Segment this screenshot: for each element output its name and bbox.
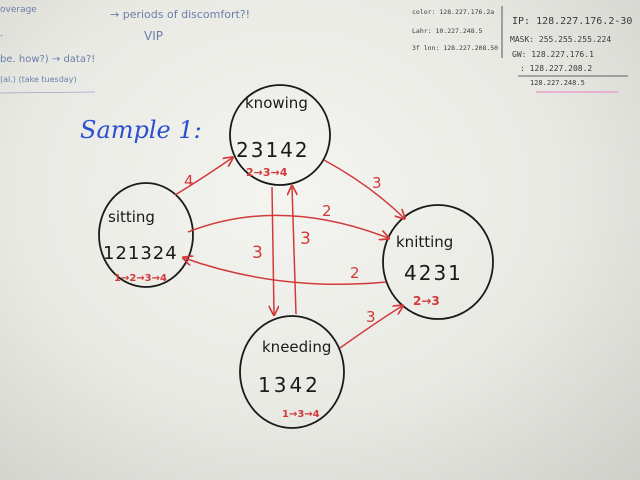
- note-line: Lahr: 10.227.248.5: [412, 27, 483, 35]
- edge-weight: 3: [372, 174, 382, 192]
- edge-knowing-to-knitting: [323, 159, 404, 218]
- node-number-kneeding: 1342: [258, 373, 321, 397]
- node-number-knowing: 23142: [236, 138, 310, 162]
- node-circle-knowing: [229, 84, 331, 186]
- edge-kneeding-to-knitting: [339, 306, 402, 349]
- node-path-knitting: 2→3: [413, 294, 440, 308]
- note-line: VIP: [144, 29, 163, 43]
- note-line: color: 128.227.176.2a: [412, 8, 494, 16]
- note-line: (al.) (take tuesday): [0, 75, 77, 84]
- node-number-sitting: 121324: [103, 243, 178, 264]
- gw-line: GW: 128.227.176.1: [512, 50, 594, 59]
- node-label-kneeding: kneeding: [262, 338, 331, 356]
- note-underline: [0, 91, 96, 94]
- edge-weight: 3: [300, 229, 311, 249]
- node-circle-sitting: [98, 182, 194, 288]
- edge-weight: 3: [252, 243, 263, 263]
- node-number-knitting: 4231: [404, 261, 463, 285]
- node-label-knitting: knitting: [396, 233, 453, 251]
- edge-weight: 2: [350, 264, 360, 282]
- edge-knowing-to-kneeding: [272, 186, 274, 314]
- top-left-notes: overage - be. how?) → data?! (al.) (take…: [0, 5, 96, 94]
- note-line: → periods of discomfort?!: [110, 8, 250, 21]
- node-path-sitting: 1→2→3→4: [114, 273, 167, 284]
- edge-kneeding-to-knowing: [292, 187, 296, 315]
- note-line: be. how?) → data?!: [0, 54, 95, 65]
- note-line: overage: [0, 5, 37, 15]
- edge-knitting-to-sitting: [184, 258, 387, 285]
- top-center-notes: → periods of discomfort?! VIP: [110, 8, 250, 43]
- edge-weight: 3: [366, 308, 376, 326]
- node-circle-knitting: [382, 204, 494, 320]
- extra-line: 128.227.248.5: [530, 79, 585, 87]
- note-line: 3f lnn: 128.227.208.50: [412, 44, 498, 52]
- edge-sitting-to-knowing: [174, 158, 232, 196]
- ip-line: IP: 128.227.176.2-30: [512, 16, 632, 27]
- node-label-sitting: sitting: [108, 208, 155, 226]
- edge-weight: 4: [184, 172, 194, 190]
- network-notes: color: 128.227.176.2a Lahr: 10.227.248.5…: [412, 6, 632, 93]
- edge-weight: 2: [322, 202, 332, 220]
- node-circle-kneeding: [239, 315, 345, 429]
- edge-sitting-to-knitting: [187, 214, 388, 238]
- extra-line: : 128.227.208.2: [520, 64, 592, 73]
- node-path-knowing: 2→3→4: [246, 166, 288, 179]
- node-label-knowing: knowing: [245, 94, 308, 112]
- node-path-kneeding: 1→3→4: [282, 409, 320, 420]
- sample-title: Sample 1:: [80, 116, 202, 144]
- mask-line: MASK: 255.255.255.224: [510, 35, 611, 44]
- note-line: -: [0, 31, 3, 41]
- edges: [174, 158, 404, 349]
